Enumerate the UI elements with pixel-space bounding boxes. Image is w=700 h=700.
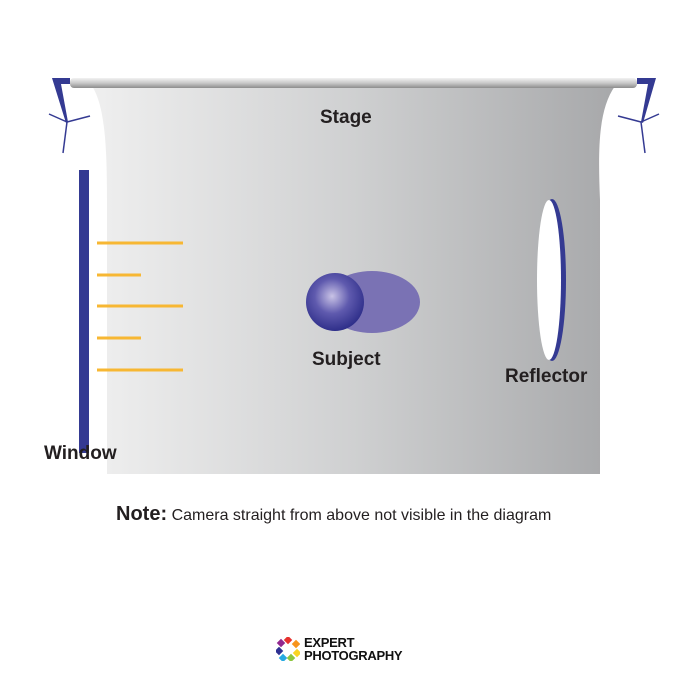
left-light-stand-icon <box>48 78 91 154</box>
note-body: Camera straight from above not visible i… <box>171 507 552 524</box>
window-label: Window <box>44 443 117 464</box>
reflector-icon <box>537 199 566 361</box>
logo-aperture-icon <box>276 637 300 661</box>
expert-photography-logo: EXPERT PHOTOGRAPHY <box>276 635 403 663</box>
reflector-label: Reflector <box>505 366 588 387</box>
backdrop-support-bar <box>70 78 637 88</box>
subject-icon <box>306 271 420 333</box>
window-light-rays <box>97 241 183 372</box>
note-prefix: Note: <box>116 503 168 525</box>
window-icon <box>79 170 89 453</box>
logo-line-1: EXPERT <box>304 635 355 650</box>
logo-line-2: PHOTOGRAPHY <box>304 648 403 663</box>
right-light-stand-icon <box>617 78 660 154</box>
note-text: Note: Camera straight from above not vis… <box>116 503 551 526</box>
subject-label: Subject <box>312 349 381 370</box>
stage-label: Stage <box>320 107 372 128</box>
